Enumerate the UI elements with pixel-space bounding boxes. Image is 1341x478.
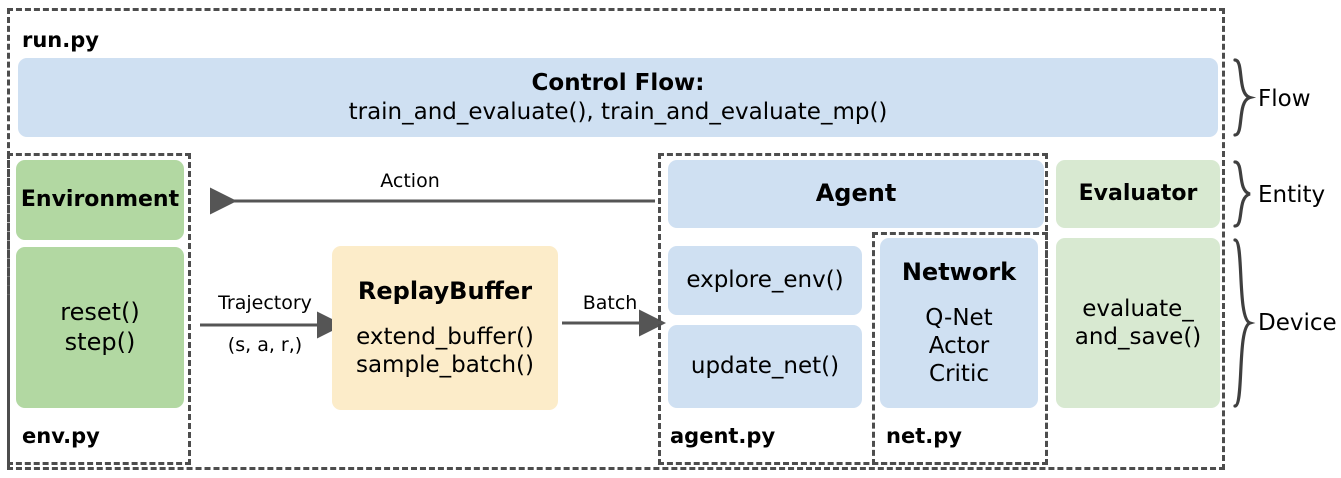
evaluator-box: Evaluator [1056, 160, 1220, 228]
agent-py-file-label: agent.py [670, 424, 776, 448]
replay-buffer-method-sample: sample_batch() [355, 351, 534, 378]
update-net-label: update_net() [690, 353, 840, 380]
replay-buffer-title: ReplayBuffer [357, 277, 533, 306]
trajectory-label-line1: Trajectory [218, 292, 312, 314]
update-net-box: update_net() [668, 325, 862, 408]
evaluate-and-save-box: evaluate_ and_save() [1056, 238, 1220, 408]
env-method-reset: reset() [60, 298, 140, 327]
evaluator-label: Evaluator [1078, 180, 1198, 206]
network-title: Network [901, 258, 1017, 287]
flow-brace-label: Flow [1258, 86, 1311, 112]
agent-label: Agent [815, 179, 897, 208]
entity-brace-label: Entity [1258, 182, 1326, 208]
action-arrow [210, 187, 655, 215]
network-box: Network Q-Net Actor Critic [880, 238, 1038, 408]
env-py-file-label: env.py [22, 424, 100, 448]
control-flow-functions: train_and_evaluate(), train_and_evaluate… [348, 98, 888, 125]
control-flow-heading: Control Flow: [531, 70, 705, 97]
evaluate-and-save-line2: and_save() [1074, 324, 1202, 350]
run-py-file-label: run.py [22, 28, 99, 52]
batch-arrow-label: Batch [582, 292, 638, 314]
environment-box: Environment [16, 160, 184, 240]
replay-buffer-box: ReplayBuffer extend_buffer() sample_batc… [332, 246, 558, 410]
trajectory-arrow-label: Trajectory [200, 292, 330, 314]
network-item-critic: Critic [929, 360, 989, 387]
batch-arrow [562, 309, 666, 337]
evaluate-and-save-line1: evaluate_ [1082, 295, 1194, 322]
entity-brace [1233, 160, 1251, 228]
env-methods-box: reset() step() [16, 247, 184, 408]
net-py-file-label: net.py [886, 424, 962, 448]
trajectory-label-line2: (s, a, r,) [227, 334, 303, 356]
env-py-container [7, 153, 191, 465]
trajectory-arrow [200, 311, 344, 339]
trajectory-arrow-sublabel: (s, a, r,) [200, 334, 330, 356]
environment-label: Environment [20, 186, 180, 212]
network-item-qnet: Q-Net [925, 304, 993, 331]
explore-env-box: explore_env() [668, 246, 862, 315]
explore-env-label: explore_env() [686, 267, 844, 294]
env-method-step: step() [64, 327, 136, 356]
device-brace [1233, 238, 1256, 408]
replay-buffer-method-extend: extend_buffer() [356, 323, 534, 350]
control-flow-box: Control Flow: train_and_evaluate(), trai… [18, 58, 1218, 137]
action-arrow-label: Action [380, 170, 440, 192]
net-py-container [872, 232, 1048, 465]
flow-brace [1233, 58, 1257, 137]
device-brace-label: Device [1258, 310, 1337, 336]
network-item-actor: Actor [928, 332, 990, 359]
agent-box: Agent [668, 160, 1044, 228]
